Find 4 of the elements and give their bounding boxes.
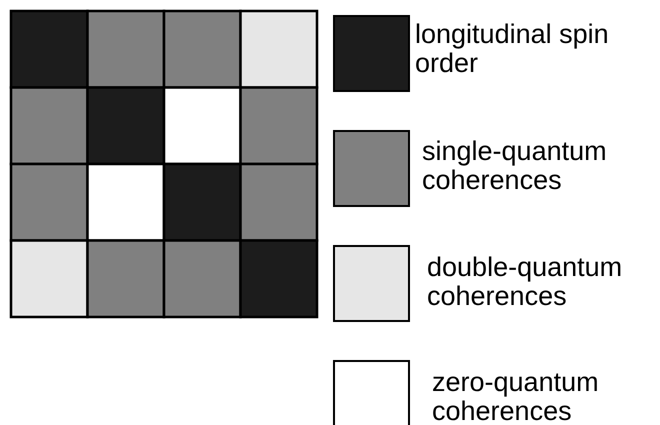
legend-label: zero-quantum coherences bbox=[432, 368, 600, 425]
legend-label: longitudinal spin order bbox=[415, 20, 610, 78]
legend-label: double-quantum coherences bbox=[427, 253, 624, 311]
legend-label: single-quantum coherences bbox=[422, 137, 608, 195]
